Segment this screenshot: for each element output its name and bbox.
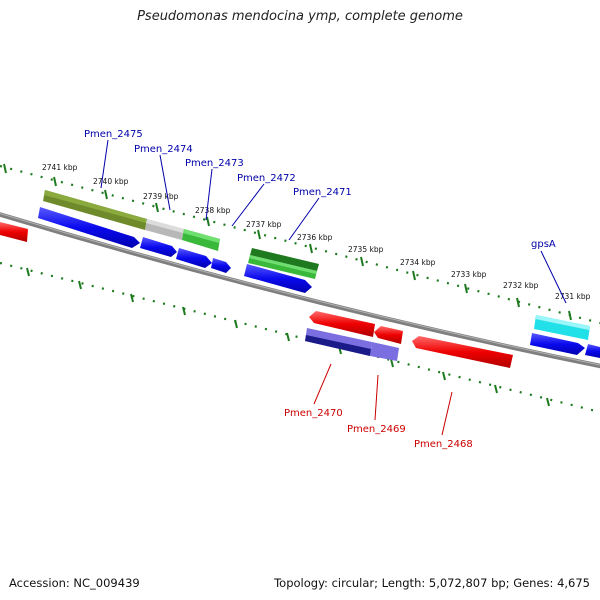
cds-arrow[interactable] [244, 264, 312, 293]
map-title: Pseudomonas mendocina ymp, complete geno… [137, 9, 463, 24]
cds-arrow[interactable] [374, 326, 403, 344]
scale-label: 2736 kbp [297, 233, 333, 242]
gene-label-pmen-2470[interactable]: Pmen_2470 [284, 408, 343, 419]
reverse-gene-track [305, 328, 399, 361]
gene-pmen-2469[interactable] [370, 342, 399, 361]
forward-gene-track [43, 190, 590, 340]
scale-label: 2739 kbp [143, 192, 179, 201]
scale-label: 2733 kbp [451, 270, 487, 279]
cds-arrow[interactable] [176, 248, 212, 268]
reverse-gene-labels [313, 363, 453, 436]
cds-arrow[interactable] [309, 311, 375, 337]
gene-pmen-2472[interactable] [250, 248, 319, 271]
gene-label-pmen-2473[interactable]: Pmen_2473 [185, 158, 244, 169]
gene-label-gpsa[interactable]: gpsA [531, 239, 556, 250]
scale-label: 2731 kbp [555, 292, 591, 301]
reverse-cds-track [0, 222, 513, 368]
forward-gene-labels [100, 139, 567, 304]
accession-text: Accession: NC_009439 [9, 576, 140, 590]
cds-arrow[interactable] [211, 258, 231, 273]
gene-label-pmen-2475[interactable]: Pmen_2475 [84, 129, 143, 140]
cds-arrow[interactable] [530, 333, 585, 355]
gene-label-pmen-2469[interactable]: Pmen_2469 [347, 424, 406, 435]
inner-tick-ring [0, 261, 600, 414]
scale-label: 2735 kbp [348, 245, 384, 254]
cds-arrow-partial[interactable] [0, 222, 28, 242]
scale-label: 2737 kbp [246, 220, 282, 229]
gene-label-pmen-2468[interactable]: Pmen_2468 [414, 439, 473, 450]
gene-label-pmen-2474[interactable]: Pmen_2474 [134, 144, 193, 155]
scale-label: 2732 kbp [503, 281, 539, 290]
gene-label-pmen-2471[interactable]: Pmen_2471 [293, 187, 352, 198]
cds-arrow[interactable] [585, 344, 600, 358]
genome-stats-text: Topology: circular; Length: 5,072,807 bp… [274, 576, 590, 590]
scale-label: 2734 kbp [400, 258, 436, 267]
scale-labels: 2741 kbp 2740 kbp 2739 kbp 2738 kbp 2737… [42, 163, 591, 301]
genome-backbone [0, 212, 600, 369]
cds-arrow[interactable] [38, 207, 140, 248]
forward-cds-track [38, 207, 600, 358]
cds-arrow[interactable] [140, 237, 177, 257]
scale-label: 2741 kbp [42, 163, 78, 172]
scale-label: 2740 kbp [93, 177, 129, 186]
scale-label: 2738 kbp [195, 206, 231, 215]
outer-major-ticks [3, 163, 572, 321]
cds-arrow[interactable] [412, 336, 513, 368]
gene-label-pmen-2472[interactable]: Pmen_2472 [237, 173, 296, 184]
